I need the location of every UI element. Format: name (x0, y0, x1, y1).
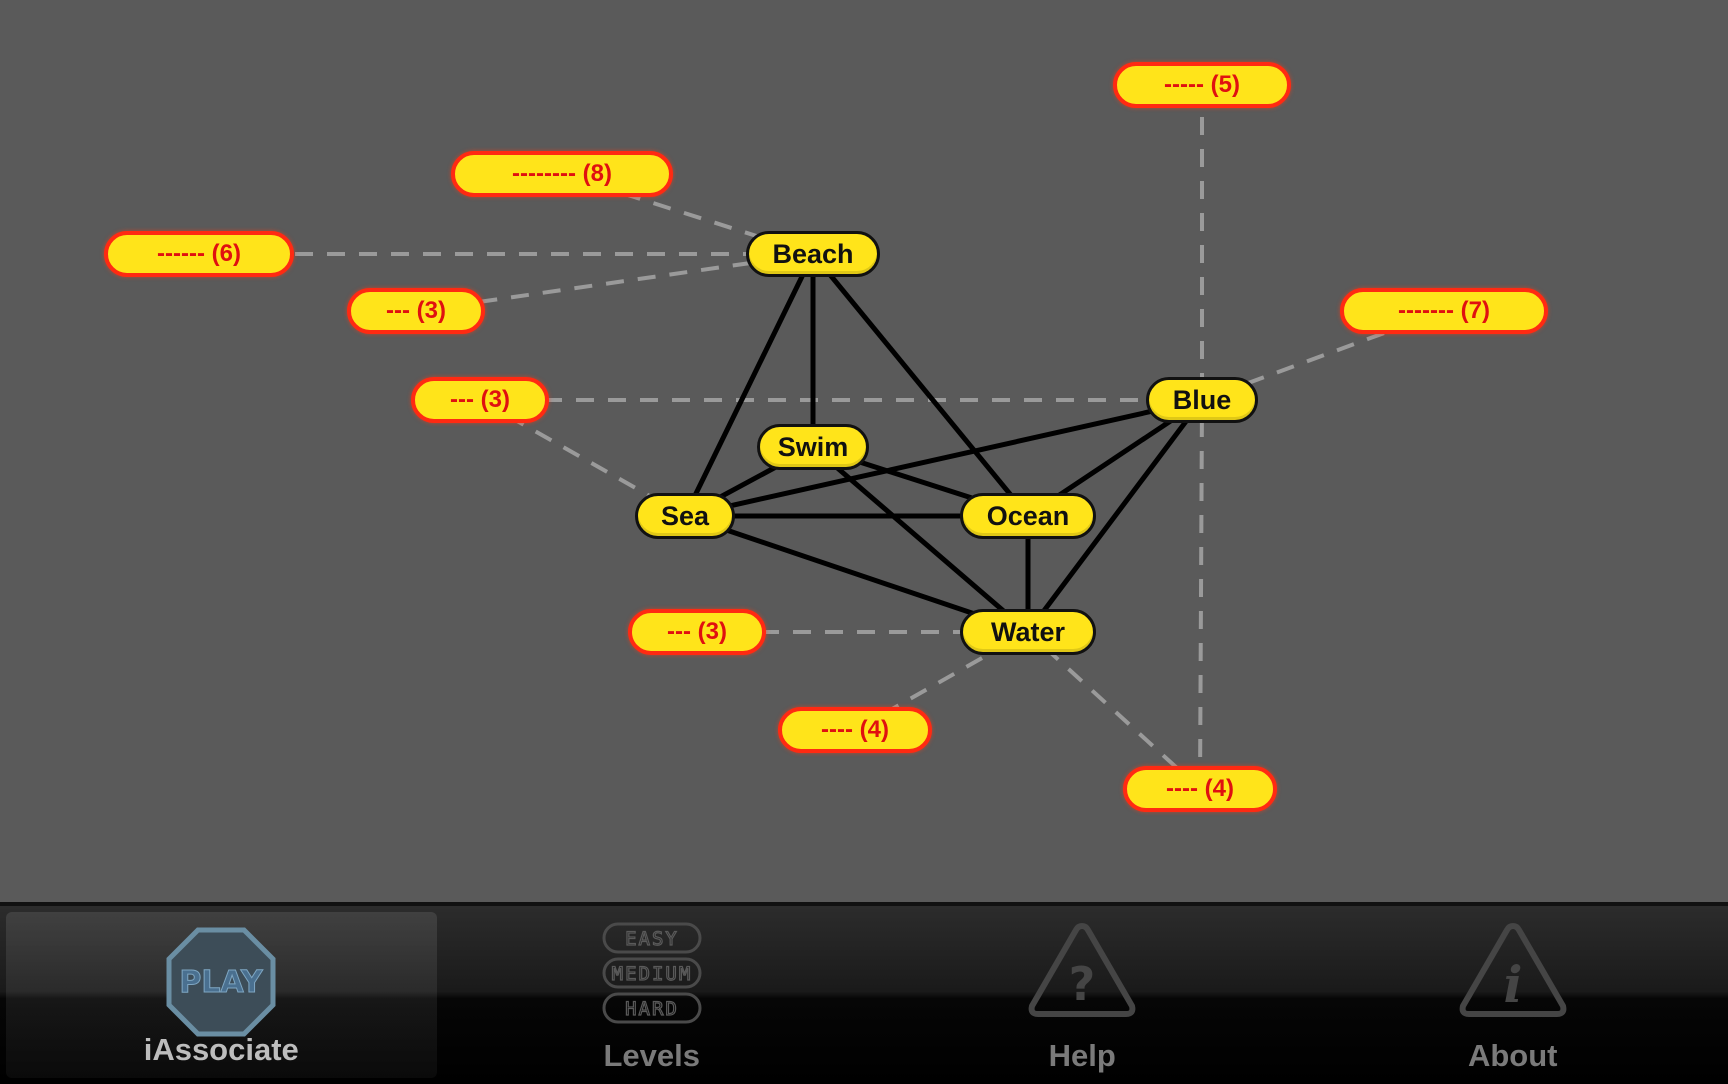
levels-medium-text: MEDIUM (611, 963, 692, 985)
dashed-link-h4b-blue (1200, 400, 1202, 789)
word-node-sea[interactable]: Sea (635, 493, 735, 539)
hidden-word-4-letters-left[interactable]: ---- (4) (778, 707, 932, 753)
tab-label-levels: Levels (603, 1038, 700, 1074)
about-icon-text: i (1503, 955, 1522, 1014)
tab-iassociate[interactable]: PLAY iAssociate (6, 912, 437, 1078)
word-node-swim[interactable]: Swim (757, 424, 869, 470)
help-icon-text: ? (1069, 957, 1096, 1011)
solid-link-beach-sea (685, 254, 813, 516)
hidden-word-8-letters[interactable]: -------- (8) (451, 151, 673, 197)
tab-levels[interactable]: EASY MEDIUM HARD Levels (437, 906, 868, 1084)
word-node-ocean[interactable]: Ocean (960, 493, 1096, 539)
hidden-word-3-letters-bottom[interactable]: --- (3) (628, 609, 766, 655)
hidden-word-5-letters[interactable]: ----- (5) (1113, 62, 1291, 108)
help-warning-icon: ? (1026, 920, 1138, 1025)
hidden-word-6-letters[interactable]: ------ (6) (104, 231, 294, 277)
tab-label-about: About (1468, 1038, 1558, 1074)
word-node-blue[interactable]: Blue (1146, 377, 1258, 423)
levels-icon: EASY MEDIUM HARD (600, 920, 704, 1031)
hidden-word-3-letters-top[interactable]: --- (3) (347, 288, 485, 334)
play-stop-sign-icon: PLAY (165, 926, 277, 1043)
word-node-beach[interactable]: Beach (746, 231, 880, 277)
game-board: Beach Swim Sea Ocean Water Blue ----- (5… (0, 0, 1728, 902)
hidden-word-4-letters-right[interactable]: ---- (4) (1123, 766, 1277, 812)
word-node-water[interactable]: Water (960, 609, 1096, 655)
hidden-word-7-letters[interactable]: ------- (7) (1340, 288, 1548, 334)
tab-about[interactable]: i About (1298, 906, 1728, 1084)
about-info-icon: i (1457, 920, 1569, 1025)
tab-label-help: Help (1049, 1038, 1116, 1074)
tab-bar: PLAY iAssociate EASY MEDIUM HARD Levels … (0, 902, 1728, 1084)
levels-easy-text: EASY (625, 928, 679, 950)
tab-help[interactable]: ? Help (867, 906, 1298, 1084)
levels-hard-text: HARD (625, 998, 679, 1020)
hidden-word-3-letters-middle[interactable]: --- (3) (411, 377, 549, 423)
play-icon-text: PLAY (180, 965, 264, 1000)
